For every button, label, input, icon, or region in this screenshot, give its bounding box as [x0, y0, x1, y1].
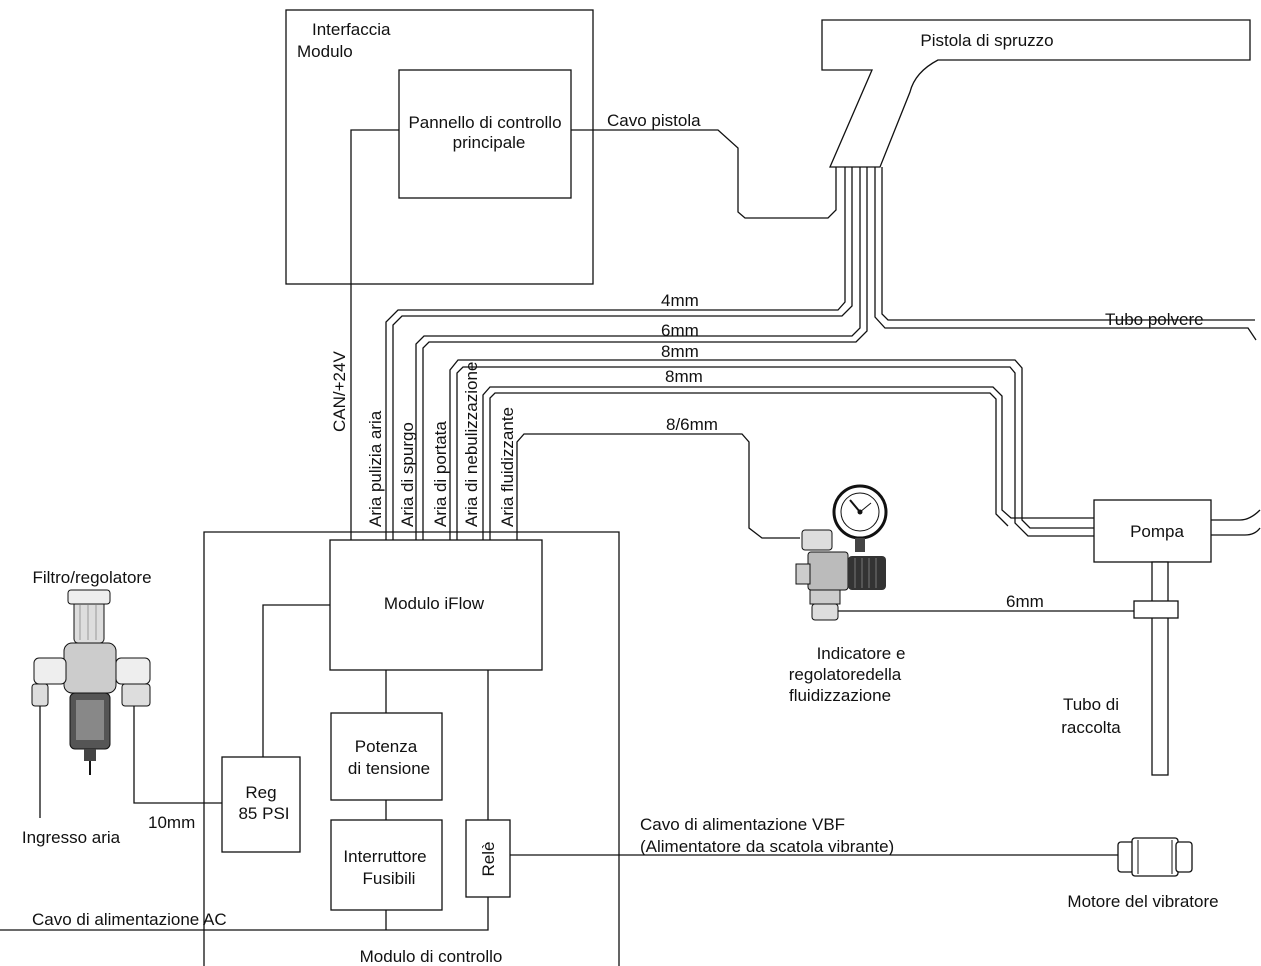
- pump-label: Pompa: [1130, 522, 1184, 541]
- fluid-reg-label-3: fluidizzazione: [789, 686, 891, 705]
- iflow-module-label: Modulo iFlow: [384, 594, 485, 613]
- air-purge-label: Aria di spurgo: [398, 422, 417, 527]
- size-8-6mm-label: 8/6mm: [666, 415, 718, 434]
- relay-label: Relè: [479, 842, 498, 877]
- gun-cable-line: [571, 129, 837, 219]
- tube-10mm: [133, 700, 222, 804]
- fluid-reg-label-1: Indicatore e: [817, 644, 906, 663]
- main-panel-box: [398, 69, 572, 199]
- control-module-outline: [203, 531, 620, 966]
- powder-tube-label: Tubo polvere: [1105, 310, 1204, 329]
- spray-gun-label: Pistola di spruzzo: [920, 31, 1053, 50]
- air-clean-label: Aria pulizia aria: [366, 410, 385, 527]
- size-8mm-b-label: 8mm: [665, 367, 703, 386]
- suction-tube: [1151, 561, 1169, 776]
- interface-label-1: Interfaccia: [312, 20, 391, 39]
- suction-fitting: [1133, 600, 1179, 619]
- fluidizing-regulator-icon: [795, 484, 888, 621]
- reg-iflow-line: [262, 604, 330, 757]
- air-flow-label: Aria di portata: [431, 421, 450, 527]
- power-label-2: di tensione: [348, 759, 430, 778]
- ac-cable-line: [0, 897, 489, 931]
- vibrator-motor-icon: [1117, 837, 1193, 877]
- tube-8-6mm: [516, 433, 800, 540]
- main-panel-label-2: principale: [453, 133, 526, 152]
- air-atomizing-label: Aria di nebulizzazione: [462, 362, 481, 527]
- vibrator-motor-label: Motore del vibratore: [1067, 892, 1218, 911]
- filter-regulator-icon: [31, 589, 151, 775]
- air-fluidizing-label: Aria fluidizzante: [498, 407, 517, 527]
- tube-8mm-flow-b: [456, 366, 1094, 540]
- filter-regulator-label: Filtro/regolatore: [32, 568, 151, 587]
- air-inlet-label: Ingresso aria: [22, 828, 121, 847]
- reg-label-2: 85 PSI: [238, 804, 289, 823]
- size-6mm-label: 6mm: [661, 321, 699, 340]
- size-10mm-label: 10mm: [148, 813, 195, 832]
- reg-label-1: Reg: [245, 783, 276, 802]
- powder-tube-b: [881, 167, 1255, 321]
- pump-outlet-bottom: [1211, 527, 1261, 536]
- relay-box: [465, 819, 511, 898]
- tube-4mm-a: [385, 167, 846, 540]
- pump-outlet-top: [1211, 509, 1261, 521]
- can-bus-line: [350, 129, 399, 540]
- interface-label-2: Modulo: [297, 42, 353, 61]
- can-24v-label: CAN/+24V: [330, 351, 349, 432]
- size-8mm-a-label: 8mm: [661, 342, 699, 361]
- tube-8mm-atom-a: [482, 386, 1094, 540]
- switch-label-2: Fusibili: [363, 869, 416, 888]
- switch-fuses-box: [330, 819, 443, 911]
- suction-tube-label-1: Tubo di: [1063, 695, 1119, 714]
- main-panel-label-1: Pannello di controllo: [408, 113, 561, 132]
- spray-gun-shape: [821, 19, 1251, 168]
- control-module-label: Modulo di controllo: [360, 947, 503, 966]
- size-4mm-label: 4mm: [661, 291, 699, 310]
- tube-8mm-flow-a: [449, 359, 1094, 540]
- tube-8mm-atom-b: [489, 392, 1009, 540]
- fluid-reg-label-2: regolatoredella: [789, 665, 902, 684]
- pump-box: [1093, 499, 1212, 563]
- tube-4mm-b: [392, 167, 853, 540]
- switch-label-1: Interruttore: [343, 847, 426, 866]
- reg-85psi-box: [221, 756, 301, 853]
- size-6mm-b-label: 6mm: [1006, 592, 1044, 611]
- suction-tube-label-2: raccolta: [1061, 718, 1121, 737]
- vbf-cable-label-1: Cavo di alimentazione VBF: [640, 815, 845, 834]
- vbf-cable-label-2: (Alimentatore da scatola vibrante): [640, 837, 894, 856]
- gun-cable-label: Cavo pistola: [607, 111, 701, 130]
- tube-6mm-b: [422, 167, 868, 540]
- tube-6mm-a: [415, 167, 861, 540]
- powder-tube-a: [874, 167, 1257, 341]
- ac-cable-label: Cavo di alimentazione AC: [32, 910, 227, 929]
- power-label-1: Potenza: [355, 737, 418, 756]
- power-supply-box: [330, 712, 443, 801]
